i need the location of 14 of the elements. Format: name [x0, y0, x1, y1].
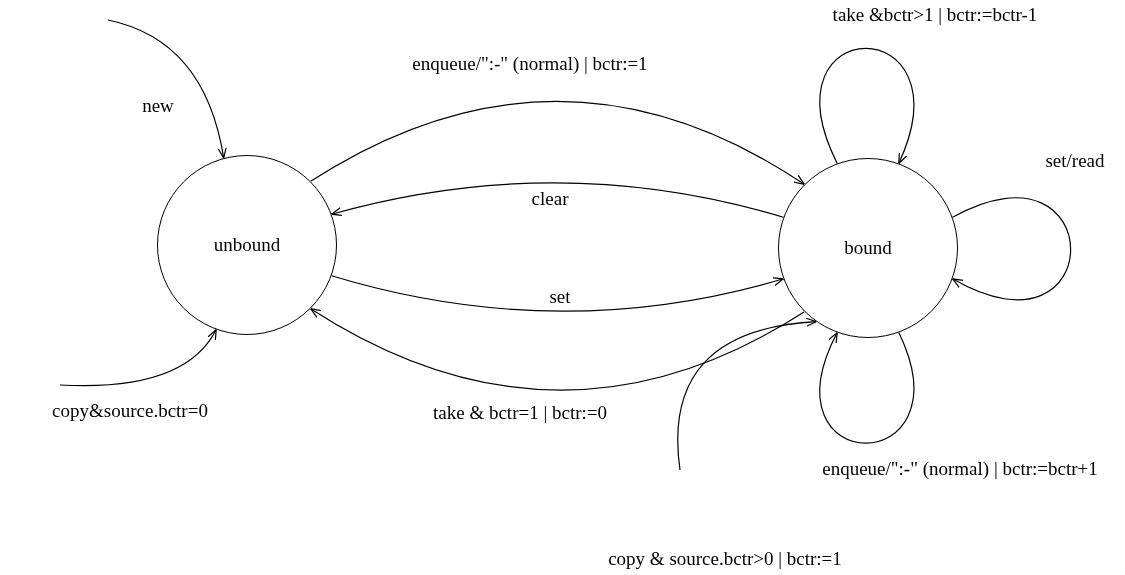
edge-label: enqueue/":-" (normal) | bctr:=1	[410, 53, 650, 73]
transition-arrow	[951, 197, 1072, 301]
transition-arrow	[819, 331, 915, 444]
edge-label: enqueue/":-" (normal) | bctr:=bctr+1	[820, 458, 1100, 478]
transition-arrow	[677, 318, 817, 471]
state-name: bound	[844, 235, 892, 260]
transition-arrow	[310, 100, 805, 185]
state-name: unbound	[213, 232, 281, 257]
transition-arrow	[310, 308, 805, 391]
transition-arrow	[107, 19, 227, 159]
transition-arrow	[330, 275, 785, 312]
transition-arrow	[59, 328, 217, 387]
transition-arrow	[819, 47, 915, 165]
transition-arrow	[330, 182, 785, 218]
